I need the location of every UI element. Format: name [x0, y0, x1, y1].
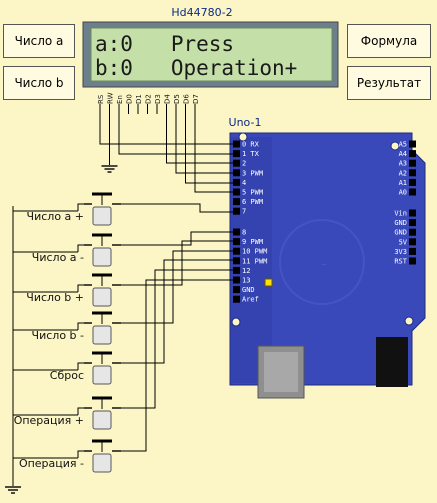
board-pin-label: 4 — [242, 179, 246, 187]
button-key[interactable] — [92, 453, 112, 473]
board-pin-label: 9 PWM — [242, 238, 263, 246]
board-title: Uno-1 — [229, 116, 262, 129]
push-button[interactable]: Сброс — [50, 351, 121, 385]
lcd-pin-label: D4 — [164, 94, 172, 104]
board-pin-label: 5V — [399, 238, 408, 246]
lcd-pin-label: En — [116, 95, 124, 104]
push-button[interactable]: Операция - — [19, 439, 121, 473]
number-b-box[interactable]: Число b — [3, 66, 75, 100]
led-indicator — [264, 278, 273, 287]
svg-text:···: ··· — [322, 262, 327, 268]
push-button[interactable]: Число b - — [32, 311, 121, 345]
board-pin-label: RST — [394, 258, 407, 266]
board-pin-label: A2 — [399, 169, 407, 177]
lcd-line-1: a:0 Press — [95, 32, 234, 56]
button-label: Число b - — [32, 329, 84, 342]
lcd-pin-label: D7 — [192, 94, 200, 104]
result-box[interactable]: Результат — [347, 66, 431, 100]
lcd-pin-label: D1 — [135, 94, 143, 104]
lcd-title: Hd44780-2 — [171, 6, 232, 19]
board-pin-label: 1 TX — [242, 150, 260, 158]
board-pin-label: A5 — [399, 141, 407, 149]
lcd-pin-label: RS — [97, 94, 105, 104]
lcd-pin-label: D2 — [145, 94, 153, 104]
push-button[interactable]: Число а + — [27, 192, 121, 226]
board-pin-label: 0 RX — [242, 141, 260, 149]
board-pin-label: 6 PWM — [242, 198, 263, 206]
button-key[interactable] — [92, 287, 112, 307]
board-pin-label: Vin — [394, 210, 407, 218]
button-key[interactable] — [92, 206, 112, 226]
push-button[interactable]: Операция + — [14, 396, 121, 430]
button-label: Число а + — [27, 210, 84, 223]
board-logo — [279, 219, 365, 305]
board-pin-label: GND — [394, 219, 407, 227]
board-pin-label: GND — [394, 229, 407, 237]
wires — [12, 104, 233, 486]
button-group[interactable]: Число а + Число а - Число b + Число b - Сбро… — [14, 192, 121, 473]
board-pin-label: A1 — [399, 179, 407, 187]
board-pin-label: Aref — [242, 296, 259, 304]
board-pin-label: 2 — [242, 160, 246, 168]
board-pin-label: 8 — [242, 229, 246, 237]
ground-icon — [5, 165, 118, 494]
button-key[interactable] — [92, 365, 112, 385]
board-pin-label: GND — [242, 286, 255, 294]
button-label: Число b + — [26, 291, 84, 304]
button-label: Число а - — [32, 251, 84, 264]
lcd-pin-label: D5 — [173, 94, 181, 104]
push-button[interactable]: Число b + — [26, 273, 121, 307]
number-a-box[interactable]: Число a — [3, 24, 75, 58]
board-pin-label: 10 PWM — [242, 248, 267, 256]
lcd-screen — [90, 27, 333, 82]
board-pin-label: 3 PWM — [242, 169, 263, 177]
board-pin-label: 13 — [242, 277, 250, 285]
board-pin-label: A4 — [399, 150, 407, 158]
lcd-pin-label: D6 — [183, 94, 191, 104]
board-pin-label: 5 PWM — [242, 189, 263, 197]
formula-box[interactable]: Формула — [347, 24, 431, 58]
button-label: Сброс — [50, 369, 84, 382]
button-label: Операция + — [14, 414, 84, 427]
board-pin-label: A3 — [399, 160, 407, 168]
lcd-pin-label: D3 — [154, 94, 162, 104]
lcd-pin-label: RW — [107, 92, 115, 104]
lcd-pin-label: D0 — [126, 94, 134, 104]
power-jack-icon — [376, 337, 408, 387]
push-button[interactable]: Число а - — [32, 233, 121, 267]
button-key[interactable] — [92, 325, 112, 345]
board-pin-label: 3V3 — [394, 248, 407, 256]
button-key[interactable] — [92, 410, 112, 430]
button-key[interactable] — [92, 247, 112, 267]
board-pin-label: 12 — [242, 267, 250, 275]
board-pin-label: 11 PWM — [242, 257, 267, 265]
board-pin-label: A0 — [399, 189, 407, 197]
board-pin-label: 7 — [242, 208, 246, 216]
button-label: Операция - — [19, 457, 84, 470]
lcd-line-2: b:0 Operation+ — [95, 56, 297, 80]
